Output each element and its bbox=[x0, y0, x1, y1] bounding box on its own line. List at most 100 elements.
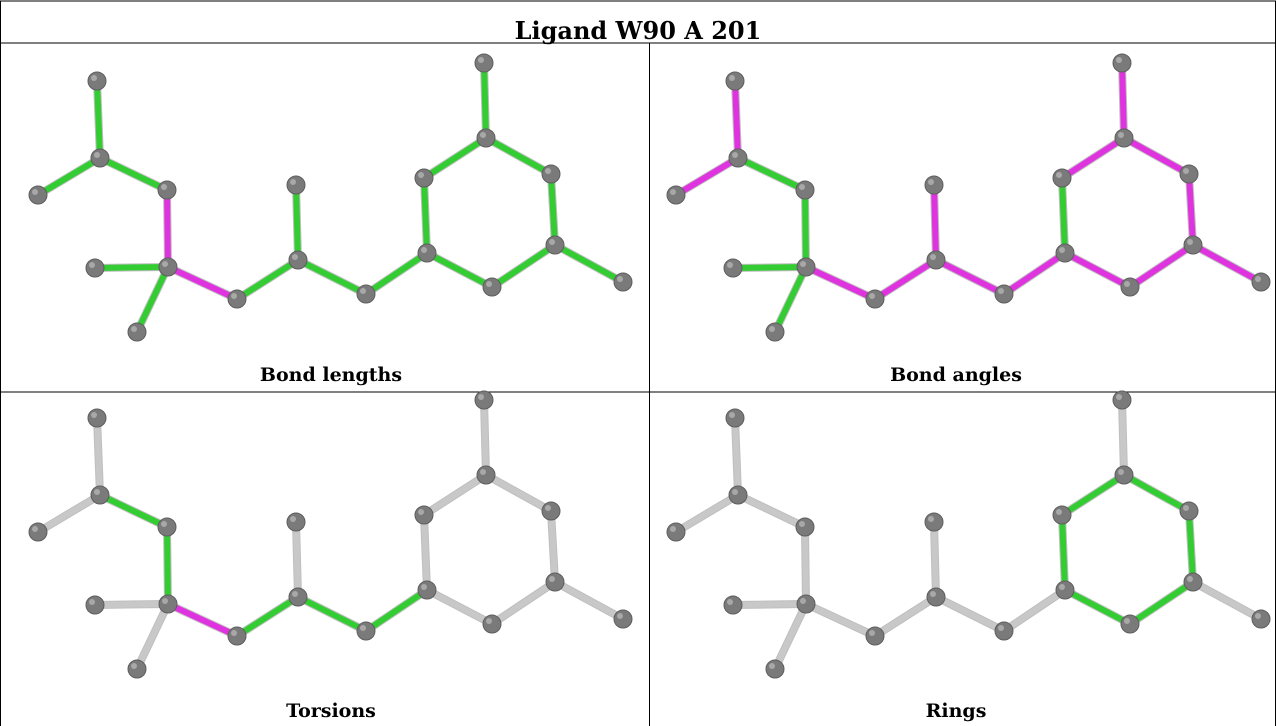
atom bbox=[1052, 168, 1072, 188]
bond bbox=[481, 397, 489, 478]
atom bbox=[666, 522, 686, 542]
bond bbox=[802, 187, 809, 270]
atom bbox=[541, 164, 561, 184]
atom-highlight bbox=[800, 598, 806, 604]
atom bbox=[482, 614, 502, 634]
bond bbox=[1119, 60, 1127, 141]
atom-highlight bbox=[1183, 168, 1189, 174]
atom-highlight bbox=[727, 599, 733, 605]
atom bbox=[28, 185, 48, 205]
atom-highlight bbox=[32, 526, 38, 532]
bond bbox=[489, 242, 558, 290]
atom bbox=[1183, 572, 1203, 592]
molecule-torsions bbox=[28, 390, 633, 679]
atom bbox=[926, 250, 946, 270]
atom bbox=[613, 272, 633, 292]
atom-highlight bbox=[360, 625, 366, 631]
bond bbox=[1186, 508, 1196, 585]
atom-highlight bbox=[89, 599, 95, 605]
atom bbox=[1112, 53, 1132, 73]
atom-highlight bbox=[769, 326, 775, 332]
bond bbox=[483, 135, 554, 177]
atom bbox=[127, 322, 147, 342]
atom bbox=[725, 408, 745, 428]
atom-highlight bbox=[89, 262, 95, 268]
atom-highlight bbox=[1124, 618, 1130, 624]
atom-highlight bbox=[1059, 584, 1065, 590]
atom-highlight bbox=[421, 584, 427, 590]
atom-highlight bbox=[545, 168, 551, 174]
atom bbox=[288, 587, 308, 607]
atom-highlight bbox=[486, 618, 492, 624]
atom bbox=[28, 522, 48, 542]
bond bbox=[35, 492, 103, 535]
atom-highlight bbox=[1255, 276, 1261, 282]
bond bbox=[931, 182, 939, 263]
atom bbox=[926, 587, 946, 607]
atom-highlight bbox=[549, 576, 555, 582]
atom-highlight bbox=[478, 57, 484, 63]
bond bbox=[772, 601, 809, 672]
atom-highlight bbox=[418, 509, 424, 515]
atom-highlight bbox=[94, 489, 100, 495]
atom-highlight bbox=[729, 75, 735, 81]
bond bbox=[772, 264, 809, 335]
atom bbox=[1251, 272, 1271, 292]
atom-highlight bbox=[545, 505, 551, 511]
atom-highlight bbox=[131, 663, 137, 669]
atom bbox=[1114, 128, 1134, 148]
bond bbox=[1127, 242, 1196, 290]
atom bbox=[87, 71, 107, 91]
bond bbox=[92, 264, 171, 271]
bond bbox=[1121, 135, 1192, 177]
figure-title: Ligand W90 A 201 bbox=[514, 16, 762, 45]
atom-highlight bbox=[1116, 394, 1122, 400]
atom bbox=[417, 243, 437, 263]
atom bbox=[545, 235, 565, 255]
atom-highlight bbox=[290, 516, 296, 522]
bond bbox=[673, 492, 741, 535]
molecule-rings bbox=[666, 390, 1271, 679]
atom-highlight bbox=[1116, 57, 1122, 63]
bond bbox=[1059, 472, 1127, 518]
bond bbox=[933, 257, 1007, 297]
bond bbox=[1059, 175, 1068, 256]
atom-highlight bbox=[1183, 505, 1189, 511]
atom bbox=[286, 512, 306, 532]
atom bbox=[994, 621, 1014, 641]
bond bbox=[293, 519, 301, 600]
atom-highlight bbox=[486, 281, 492, 287]
atom bbox=[1179, 501, 1199, 521]
atom-highlight bbox=[162, 261, 168, 267]
atom bbox=[417, 580, 437, 600]
atom-highlight bbox=[549, 239, 555, 245]
atom-highlight bbox=[360, 288, 366, 294]
caption-bond-lengths: Bond lengths bbox=[259, 364, 403, 386]
bond bbox=[35, 155, 103, 198]
bond bbox=[295, 594, 369, 634]
bond bbox=[730, 264, 809, 271]
atom bbox=[474, 53, 494, 73]
atom bbox=[765, 322, 785, 342]
atom-highlight bbox=[480, 132, 486, 138]
atom bbox=[796, 594, 816, 614]
bond bbox=[872, 257, 939, 302]
bond bbox=[94, 78, 103, 161]
atom bbox=[1114, 465, 1134, 485]
atom-highlight bbox=[1118, 132, 1124, 138]
bond bbox=[483, 472, 554, 514]
atom-highlight bbox=[478, 394, 484, 400]
atom bbox=[227, 289, 247, 309]
atom bbox=[1251, 609, 1271, 629]
atom bbox=[723, 595, 743, 615]
atom-highlight bbox=[418, 172, 424, 178]
bond bbox=[1059, 135, 1127, 181]
atom bbox=[157, 517, 177, 537]
bond bbox=[1062, 250, 1133, 290]
atom-highlight bbox=[1118, 469, 1124, 475]
bond bbox=[97, 492, 170, 530]
bond bbox=[933, 594, 1007, 634]
bond bbox=[1119, 397, 1127, 478]
bond bbox=[363, 587, 430, 634]
